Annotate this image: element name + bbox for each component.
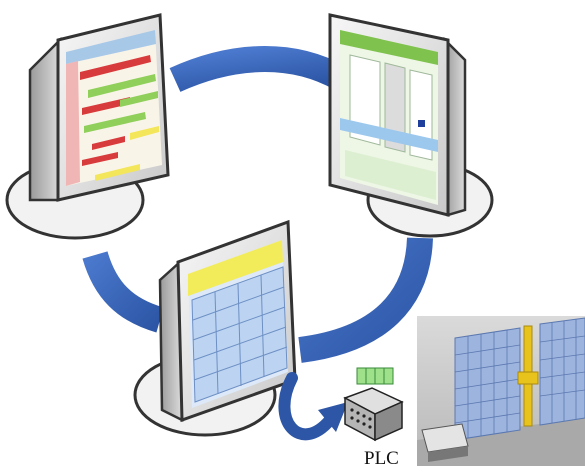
connection-ring [82,46,433,363]
conveyor [421,423,469,462]
desktop-monitor-icon [328,13,494,238]
stacker-crane [517,325,539,427]
table-screen [188,240,288,408]
scheduling-screen [66,30,162,186]
data-entry-screen [340,30,438,205]
warehouse-image [417,316,585,466]
desktop-monitor-icon [133,219,297,437]
monitor-bottom [133,219,297,437]
plc-device [343,367,404,442]
monitor-top-left [5,13,170,240]
plc-label: PLC [364,448,399,469]
storage-rack-right [539,317,585,426]
curved-arrow-icon [278,372,348,441]
monitor-top-right [328,13,494,238]
storage-rack-left [454,327,521,441]
server-icon [356,367,394,385]
desktop-monitor-icon [5,13,170,240]
plc-device-icon [343,387,404,442]
